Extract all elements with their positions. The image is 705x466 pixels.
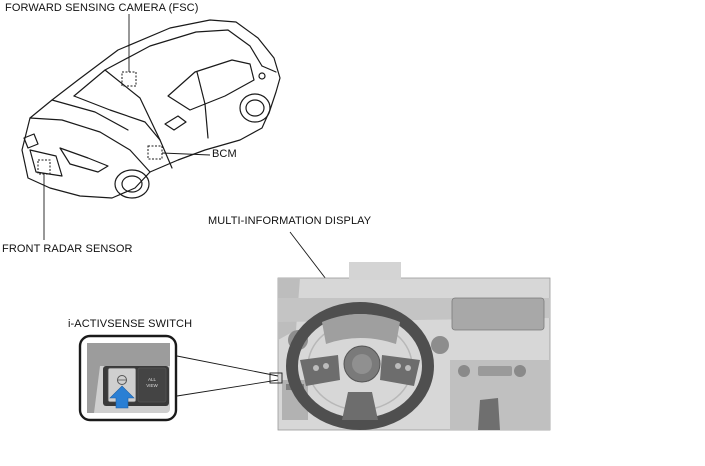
- blank-label-tag: [349, 262, 401, 280]
- i-activsense-switch-label: i-ACTIVSENSE SWITCH: [68, 318, 192, 330]
- fsc-label: FORWARD SENSING CAMERA (FSC): [5, 2, 198, 14]
- dashboard-photo: [278, 278, 550, 430]
- front-radar-label: FRONT RADAR SENSOR: [2, 243, 133, 255]
- multi-information-display-label: MULTI-INFORMATION DISPLAY: [208, 215, 371, 227]
- bcm-label: BCM: [212, 148, 237, 160]
- car-illustration: [22, 20, 280, 198]
